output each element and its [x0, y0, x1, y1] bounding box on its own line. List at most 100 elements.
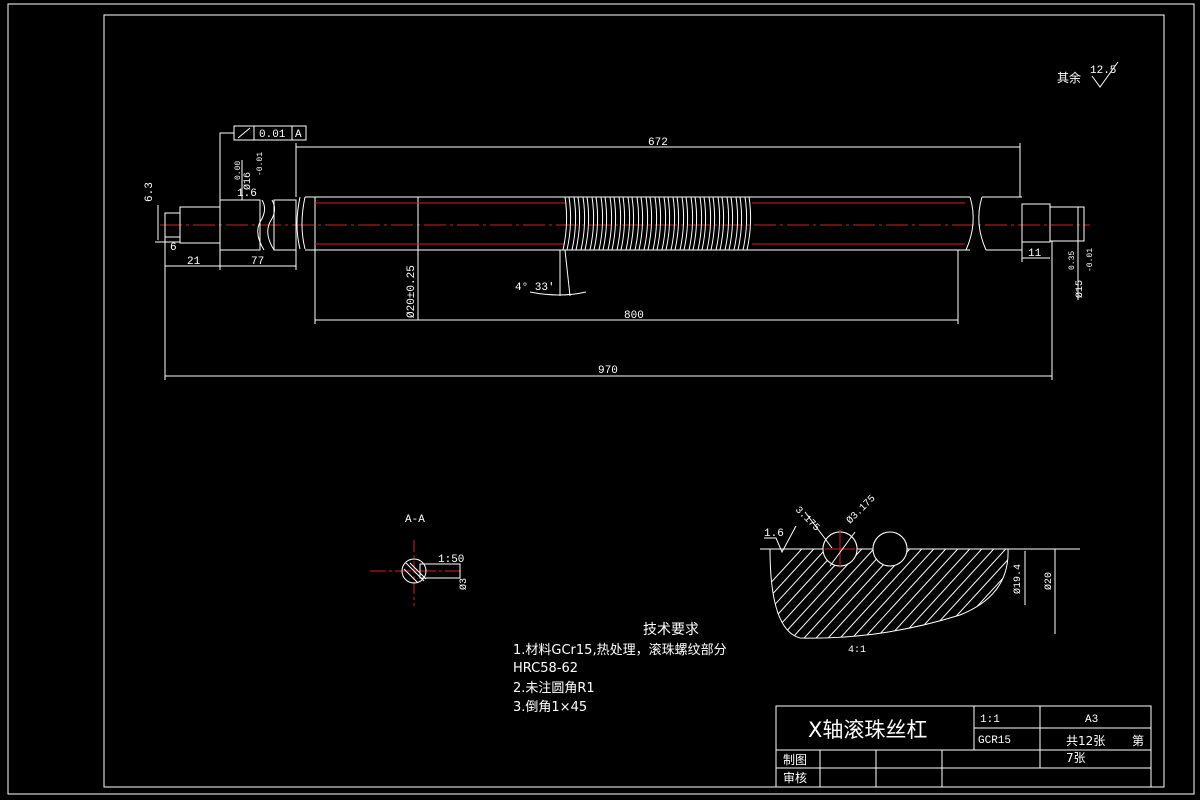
hatch-line [939, 549, 1009, 639]
dim-phi16: Ø16 [242, 172, 254, 190]
thread-coil [679, 196, 685, 251]
thread-coil [589, 196, 595, 251]
hatch-line [1048, 540, 1158, 660]
thread-coil [607, 196, 613, 251]
tech-title: 技术要求 [643, 622, 699, 638]
thread-coil [665, 196, 671, 251]
hatch-line [770, 549, 835, 639]
shaft-main-view [160, 196, 1090, 251]
dim-phi15-upper: 0.35 [1068, 251, 1077, 270]
hatch-line [867, 549, 979, 639]
dim-672: 672 [648, 137, 668, 149]
hatch-line [1060, 540, 1170, 660]
thread-coil [674, 196, 680, 251]
dimensions: 672 800 970 21 77 6 6.3 Ø16 0.00 -0.01 1… [144, 137, 1095, 380]
drawn-label: 制图 [783, 753, 807, 767]
thread-coil [580, 196, 586, 251]
detail-r1: 3.175 [792, 505, 821, 534]
section-a-a: A-A 1:50 Ø3 [370, 514, 470, 606]
thread-coil [643, 196, 649, 251]
technical-requirements: 技术要求 1.材料GCr15,热处理，滚珠螺纹部分 HRC58-62 2.未注圆… [513, 622, 727, 715]
thread-coil [593, 196, 599, 251]
thread-coil [638, 196, 644, 251]
dim-6: 6 [170, 242, 177, 254]
thread-coil [629, 196, 635, 251]
thread-coil [706, 196, 712, 251]
outer-border [7, 3, 1195, 795]
hatch-line [975, 549, 1009, 639]
hatch-line [1024, 540, 1134, 660]
detail-roughness: 1.6 [764, 528, 784, 540]
dim-800: 800 [624, 310, 644, 322]
thread-coil [746, 196, 752, 251]
detail-phi19-4: Ø19.4 [1012, 564, 1024, 594]
material-value: GCR15 [978, 735, 1011, 747]
hatch-line [771, 549, 883, 639]
detail-phi20: Ø20 [1043, 572, 1055, 590]
thread-coil [701, 196, 707, 251]
thread-coil [670, 196, 676, 251]
hatch-line [951, 549, 1009, 639]
surface-finish-label: 其余 [1057, 70, 1081, 85]
thread-coil [742, 196, 748, 251]
thread-coil [710, 196, 716, 251]
tech-line-3: 2.未注圆角R1 [513, 681, 595, 696]
hatch-line [843, 549, 955, 639]
hatch-line [770, 549, 811, 639]
thread-coil [634, 196, 640, 251]
sheet-total: 共12张 [1066, 734, 1105, 748]
checked-label: 审核 [783, 770, 807, 785]
sheet-prefix: 第 [1132, 734, 1144, 748]
thread-coil [584, 196, 590, 251]
thread-coil [683, 196, 689, 251]
tech-line-4: 3.倒角1×45 [513, 700, 587, 715]
thread-coil [625, 196, 631, 251]
thread-coil [620, 196, 626, 251]
hatch-line [915, 549, 1009, 639]
section-ratio: 1:50 [438, 554, 464, 566]
hatch-line [927, 549, 1009, 639]
hatch-line [1012, 540, 1122, 660]
thread-coil [692, 196, 698, 251]
sheet-number: 7张 [1066, 751, 1086, 765]
dim-phi20: Ø20±0.25 [406, 265, 418, 318]
tech-line-2: HRC58-62 [513, 661, 578, 676]
hatch-line [783, 549, 895, 639]
surface-finish-value: 12.5 [1090, 65, 1116, 77]
ball-screw-thread [562, 196, 752, 251]
thread-coil [661, 196, 667, 251]
roughness-symbol [1091, 61, 1119, 88]
hatch-line [891, 549, 1003, 639]
thread-coil [611, 196, 617, 251]
thread-coil [652, 196, 658, 251]
thread-coil [724, 196, 730, 251]
hatch-line [770, 549, 823, 639]
surface-finish-mark: 其余 12.5 [1057, 61, 1119, 88]
hatch-line [819, 549, 931, 639]
thread-coil [598, 196, 604, 251]
hatch-line [987, 549, 1009, 639]
dim-phi16-lower: -0.01 [256, 152, 265, 176]
inner-border [103, 14, 1165, 788]
hatch-line [963, 549, 1009, 639]
thread-coil [566, 196, 572, 251]
drawing-title: X轴滚珠丝杠 [808, 718, 927, 742]
section-label: A-A [405, 514, 425, 526]
dim-phi15: Ø15 [1074, 280, 1086, 298]
tolerance-datum: A [295, 129, 302, 141]
detail-scale: 4:1 [848, 645, 866, 656]
thread-coil [728, 196, 734, 251]
tech-line-1: 1.材料GCr15,热处理，滚珠螺纹部分 [513, 642, 727, 658]
tolerance-value: 0.01 [259, 129, 286, 141]
hatch-line [1036, 540, 1146, 660]
geometric-tolerance-frame: 0.01 A [219, 125, 307, 200]
thread-coil [562, 196, 568, 251]
paper-size: A3 [1085, 714, 1098, 726]
dim-6-3: 6.3 [144, 182, 156, 202]
dim-21: 21 [187, 256, 201, 268]
detail-r2: Ø3.175 [844, 493, 878, 527]
thread-coil [715, 196, 721, 251]
dim-77: 77 [251, 256, 264, 268]
dim-11: 11 [1028, 248, 1042, 260]
dim-phi15-lower: -0.01 [1086, 248, 1095, 272]
